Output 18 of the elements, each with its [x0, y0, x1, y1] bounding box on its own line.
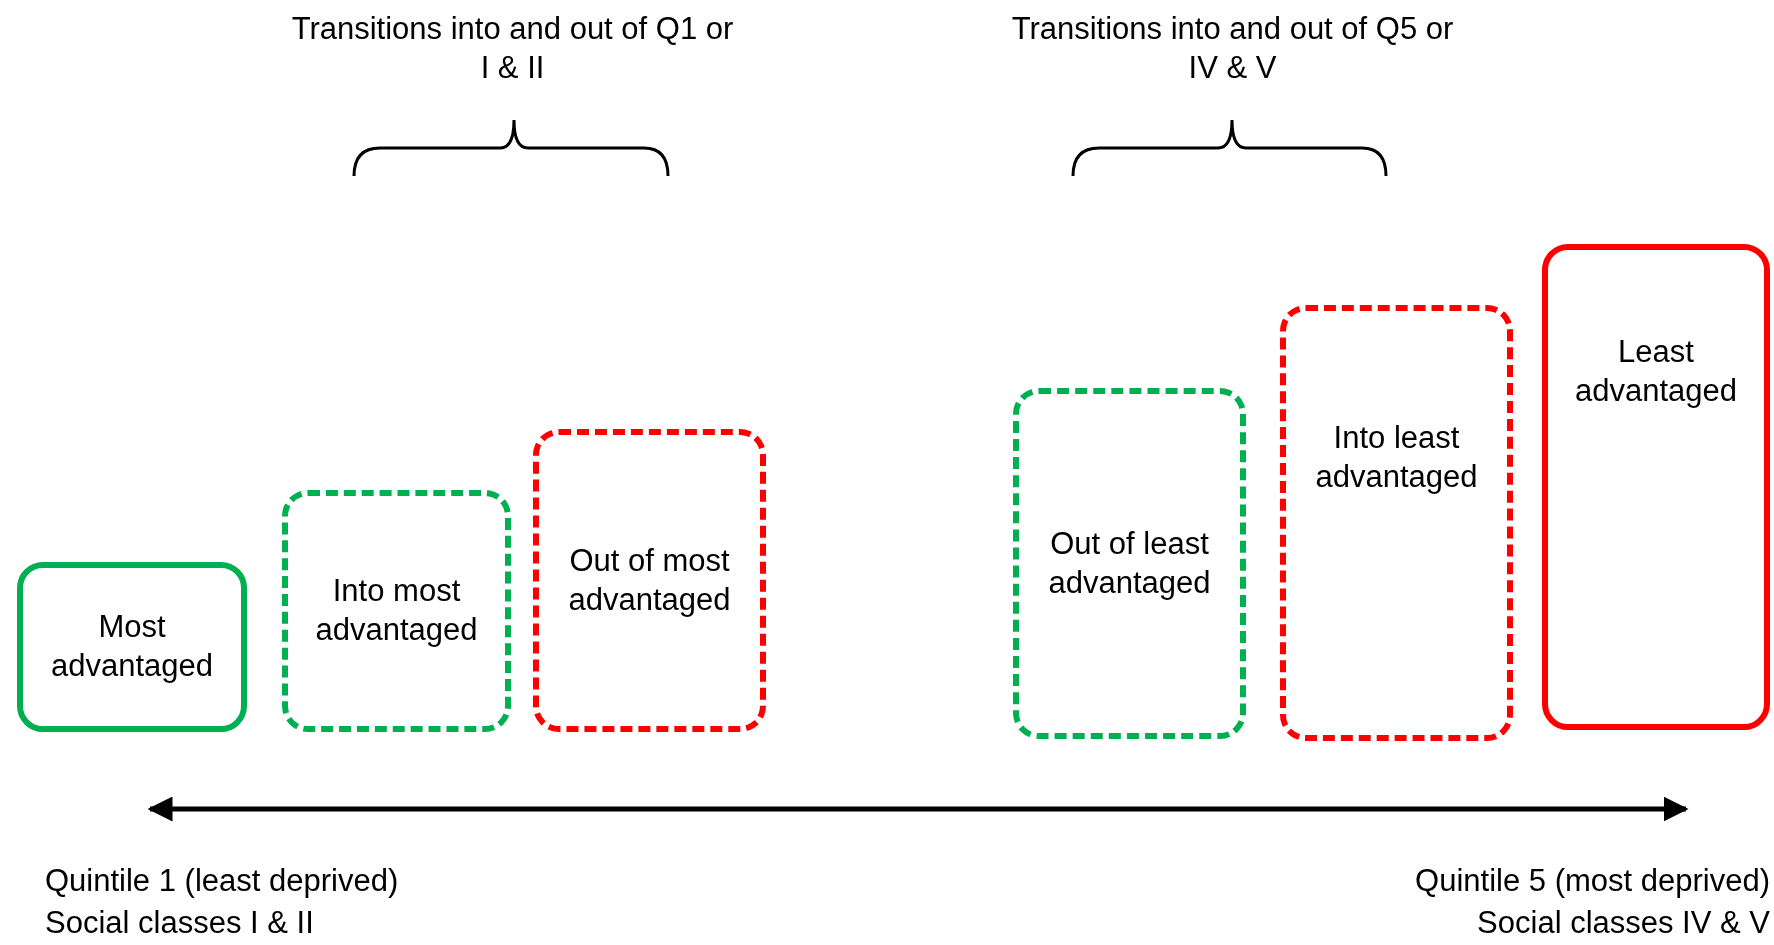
box-label: Into most advantaged — [314, 572, 479, 649]
axis-end-label: Quintile 5 (most deprived) — [1414, 862, 1770, 900]
bracket-caption: Transitions into and out of Q5 or IV & V — [1010, 10, 1455, 87]
box-label: Least advantaged — [1573, 333, 1738, 410]
dashed-box — [1013, 388, 1246, 739]
box-label: Out of least advantaged — [1047, 524, 1212, 602]
solid-box — [17, 562, 247, 732]
dashed-box — [533, 429, 766, 732]
dashed-box — [282, 490, 511, 732]
axis-end-label: Social classes IV & V — [1476, 904, 1770, 942]
solid-box — [1542, 244, 1770, 730]
axis-end-label: Social classes I & II — [45, 904, 315, 942]
box-label: Most advantaged — [49, 608, 214, 685]
axis-end-label: Quintile 1 (least deprived) — [45, 862, 400, 900]
box-label: Out of most advantaged — [567, 541, 732, 619]
dashed-box — [1280, 305, 1513, 741]
bracket-caption: Transitions into and out of Q1 or I & II — [290, 10, 735, 87]
box-label: Into least advantaged — [1314, 419, 1479, 496]
